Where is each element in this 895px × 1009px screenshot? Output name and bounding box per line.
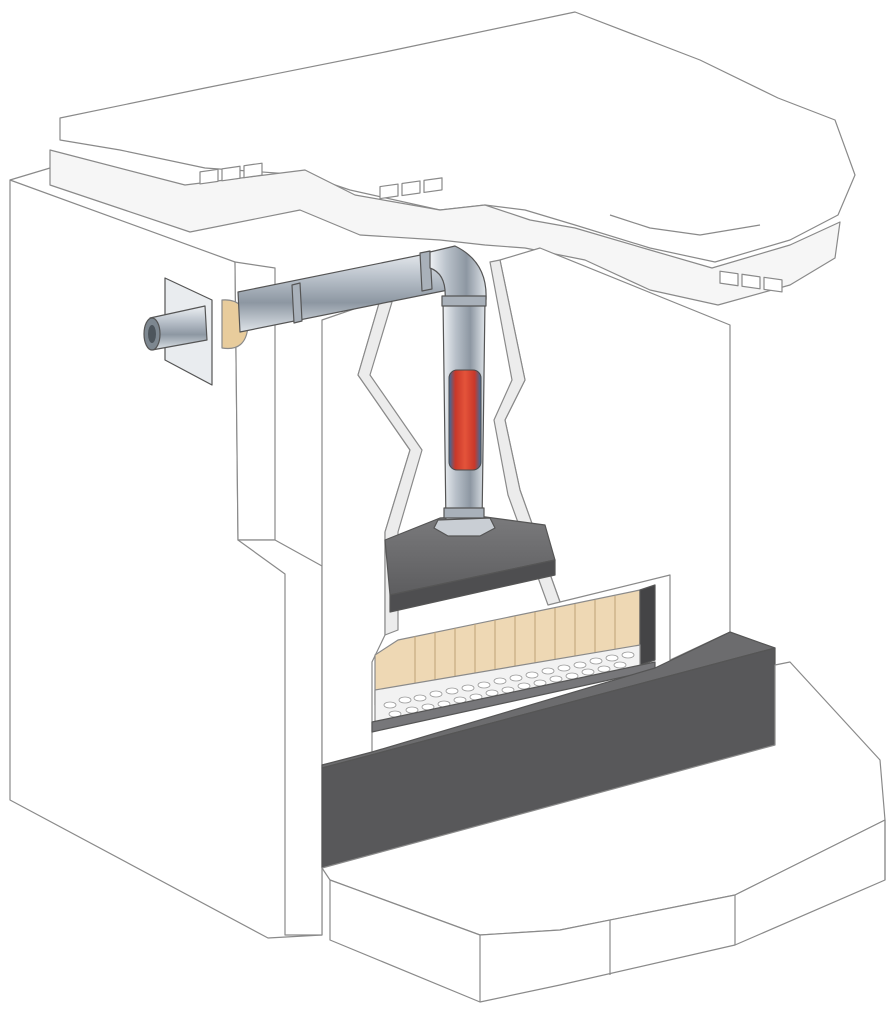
right-chimney-breast <box>489 247 731 661</box>
terminal-outlet-inner <box>148 325 156 343</box>
ceiling-hollow-blocks <box>199 162 783 293</box>
floor-slab <box>321 661 886 1003</box>
wall-top-edge <box>9 167 51 181</box>
ceiling-recess-line <box>609 214 761 236</box>
vertical-pipe-couplers <box>441 295 487 519</box>
ceiling-slab <box>49 11 856 306</box>
flue-base-collar <box>433 517 496 537</box>
flue-hot-section <box>448 369 482 471</box>
left-panel-cut-edge <box>357 299 423 636</box>
right-breast-cut-edge <box>489 259 561 606</box>
canopy-hood <box>384 515 556 613</box>
hearth-base <box>321 631 776 869</box>
ceiling-front-edge <box>49 149 841 306</box>
floor-edge-seams <box>479 820 886 1002</box>
horizontal-pipe-couplers <box>291 250 433 324</box>
left-wall-step <box>237 539 323 936</box>
hood-front-lip <box>389 559 556 613</box>
flue-system <box>143 245 496 537</box>
firebox-right-side <box>639 584 656 666</box>
firebox <box>371 584 656 733</box>
